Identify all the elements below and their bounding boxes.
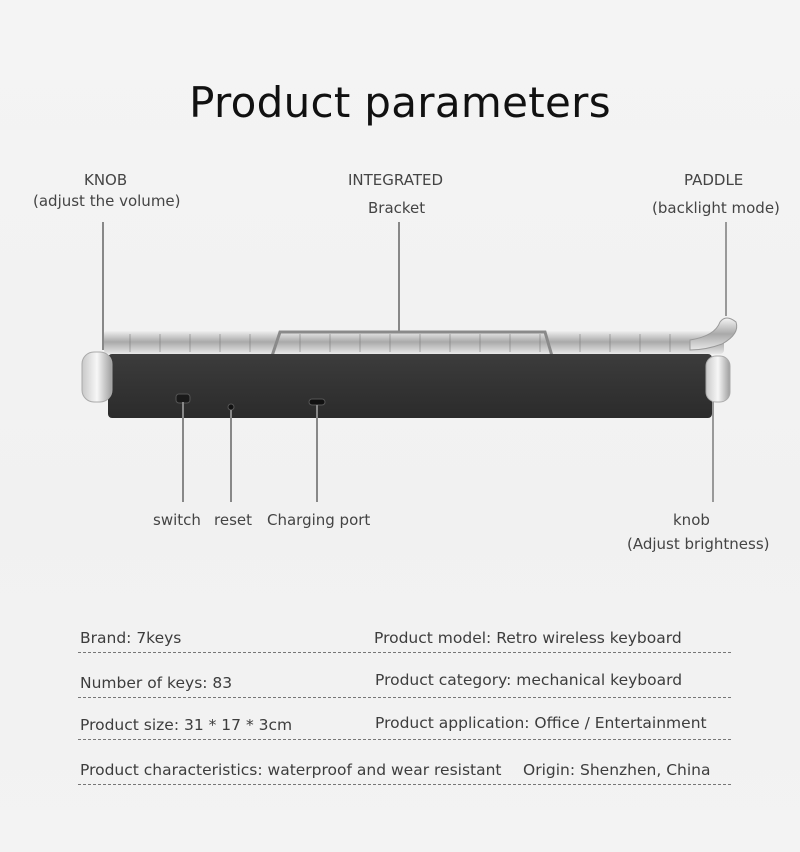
knob-brightness-desc: (Adjust brightness): [627, 535, 770, 553]
bracket-desc: Bracket: [368, 199, 426, 217]
right-knob: [705, 355, 731, 403]
knob-volume-title: KNOB: [84, 171, 128, 189]
spec-category: Product category: mechanical keyboard: [375, 671, 683, 689]
spec-brand: Brand: 7keys: [80, 629, 182, 647]
spec-origin: Origin: Shenzhen, China: [523, 761, 711, 779]
page-title: Product parameters: [189, 78, 611, 127]
bracket-title: INTEGRATED: [348, 171, 444, 189]
spec-model: Product model: Retro wireless keyboard: [374, 629, 682, 647]
spec-keys: Number of keys: 83: [80, 674, 233, 692]
charging-port-label: Charging port: [267, 511, 371, 529]
keyboard-body: [108, 354, 712, 418]
spec-row: Brand: 7keys Product model: Retro wirele…: [78, 612, 731, 653]
spec-row: Product characteristics: waterproof and …: [78, 744, 731, 785]
left-knob: [81, 351, 113, 403]
reset-label: reset: [214, 511, 252, 529]
spec-application: Product application: Office / Entertainm…: [375, 714, 707, 732]
keycap-row: [104, 330, 724, 354]
spec-row: Number of keys: 83 Product category: mec…: [78, 657, 731, 698]
spec-row: Product size: 31 * 17 * 3cm Product appl…: [78, 699, 731, 740]
charging-port: [308, 398, 326, 406]
spec-characteristics: Product characteristics: waterproof and …: [80, 761, 502, 779]
reset-hole: [227, 403, 235, 411]
paddle-desc: (backlight mode): [652, 199, 780, 217]
spec-size: Product size: 31 * 17 * 3cm: [80, 716, 293, 734]
switch-port: [175, 393, 191, 404]
knob-volume-desc: (adjust the volume): [33, 192, 181, 210]
paddle-lever: [689, 317, 738, 351]
bracket-handle: [270, 330, 554, 357]
paddle-title: PADDLE: [684, 171, 744, 189]
knob-brightness-title: knob: [673, 511, 710, 529]
switch-label: switch: [153, 511, 201, 529]
